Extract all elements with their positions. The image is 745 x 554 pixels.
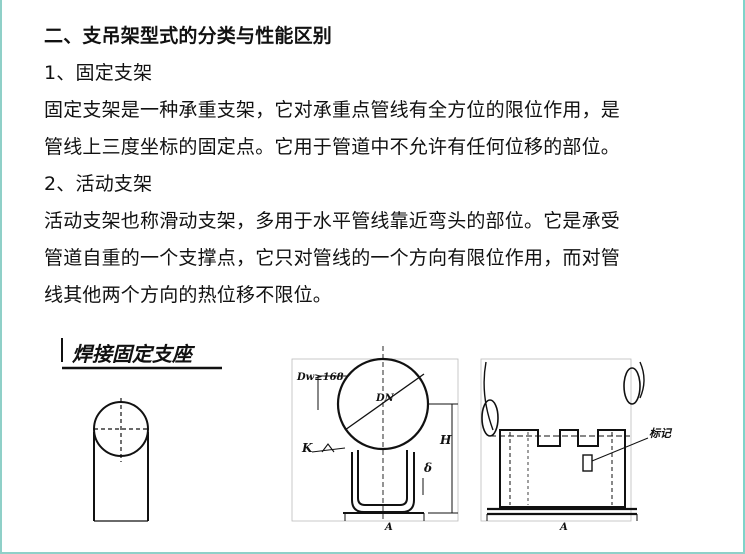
- weld-k-label: K: [301, 441, 313, 455]
- mark-label: 标记: [649, 427, 673, 440]
- sliding-support-title: 2、活动支架: [44, 173, 153, 195]
- sliding-support-line-1: 活动支架也称滑动支架，多用于水平管线靠近弯头的部位。它是承受: [44, 210, 621, 232]
- width-a-label-right: A: [559, 522, 568, 533]
- document-text: 二、支吊架型式的分类与性能区别 1、固定支架 固定支架是一种承重支架，它对承重点…: [44, 18, 704, 314]
- slide-frame-left: [0, 0, 2, 554]
- height-h-label: H: [439, 433, 452, 447]
- width-a-label: A: [384, 522, 393, 533]
- slide-frame-right: [743, 0, 745, 554]
- section-heading: 二、支吊架型式的分类与性能区别: [44, 25, 333, 47]
- fixed-support-line-1: 固定支架是一种承重支架，它对承重点管线有全方位的限位作用，是: [44, 99, 621, 121]
- sliding-support-drawing: [480, 358, 649, 522]
- fixed-support-line-2: 管线上三度坐标的固定点。它用于管道中不允许有任何位移的部位。: [44, 136, 621, 158]
- pipe-diameter-label: DN: [375, 393, 395, 404]
- welded-fixed-support-drawing: [61, 338, 222, 522]
- fixed-support-title: 1、固定支架: [44, 62, 153, 84]
- saddle-support-drawing: [291, 346, 459, 522]
- sliding-support-line-2: 管道自重的一个支撑点，它只对管线的一个方向有限位作用，而对管: [44, 247, 621, 269]
- outer-diameter-label: Dw≥168: [296, 372, 344, 383]
- thickness-delta-label: δ: [423, 461, 432, 475]
- sliding-support-line-3: 线其他两个方向的热位移不限位。: [44, 284, 333, 306]
- slide-frame-bottom: [0, 552, 745, 554]
- welded-fixed-support-title: 焊接固定支座: [71, 342, 196, 366]
